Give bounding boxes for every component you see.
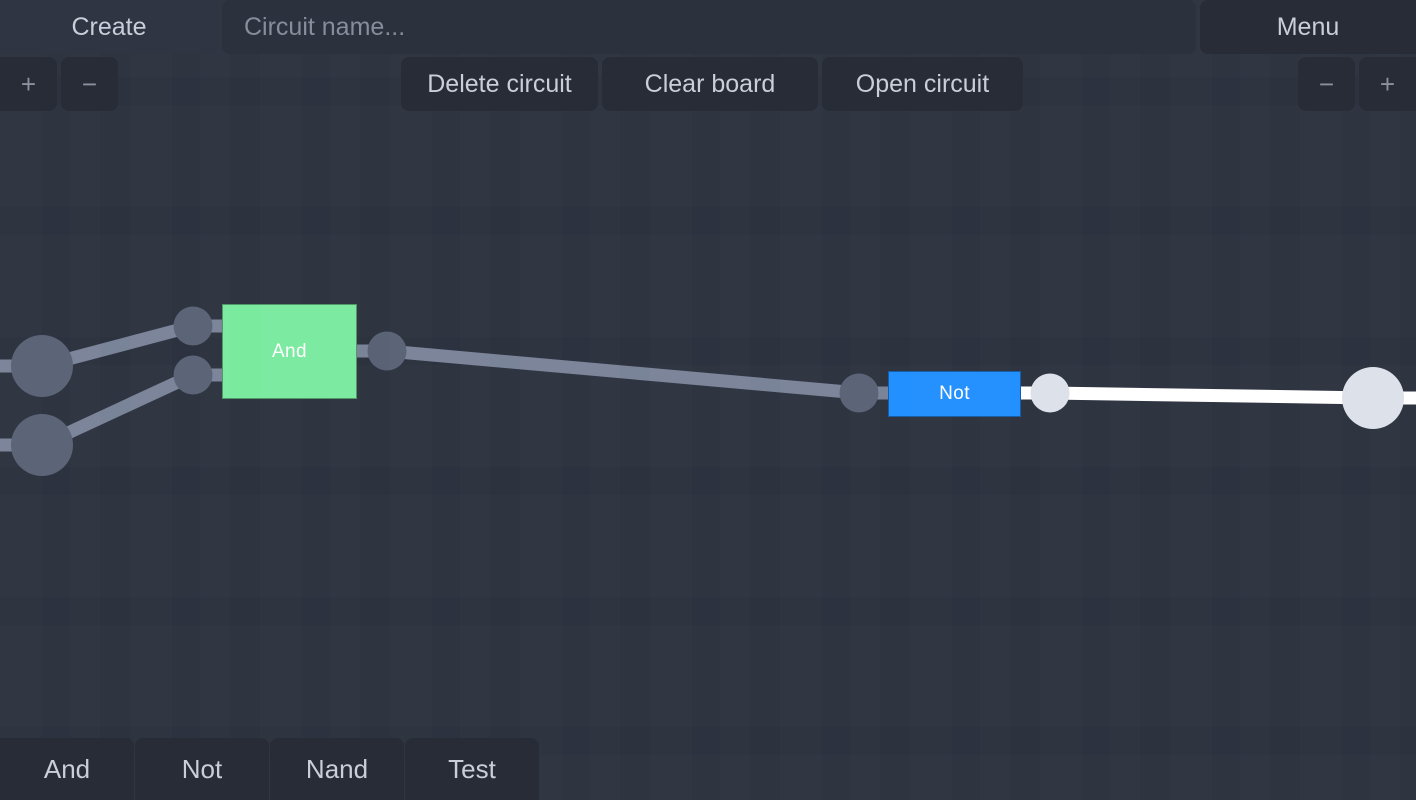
circuit-node-out-sink[interactable] [1342,367,1404,429]
wire[interactable] [1049,386,1374,405]
circuit-node-not-out[interactable] [1030,373,1070,413]
palette-item-not[interactable]: Not [135,738,269,800]
gate-not-1[interactable]: Not [888,371,1021,417]
zoom-out-icon-right[interactable]: − [1298,57,1355,111]
toolbar-spacer [1023,57,1298,111]
zoom-out-icon-left[interactable]: − [61,57,118,111]
circuit-node-and-in-2[interactable] [173,355,213,395]
circuit-name-input[interactable] [222,0,1196,54]
open-circuit-button[interactable]: Open circuit [822,57,1023,111]
delete-circuit-button[interactable]: Delete circuit [401,57,598,111]
circuit-node-and-out[interactable] [367,331,407,371]
circuit-node-in-b[interactable] [11,414,73,476]
menu-button[interactable]: Menu [1200,0,1416,54]
circuit-node-in-a[interactable] [11,335,73,397]
gate-and-1[interactable]: And [222,304,357,399]
palette-item-test[interactable]: Test [405,738,539,800]
circuit-node-and-in-1[interactable] [173,306,213,346]
create-button[interactable]: Create [0,0,218,54]
circuit-node-not-in[interactable] [839,373,879,413]
zoom-in-icon-right[interactable]: + [1359,57,1416,111]
wire[interactable] [386,344,860,400]
toolbar-spacer [118,57,401,111]
top-toolbar-row-2: + − Delete circuit Clear board Open circ… [0,57,1416,111]
clear-board-button[interactable]: Clear board [602,57,818,111]
top-toolbar: Create Menu + − Delete circuit Clear boa… [0,0,1416,114]
top-toolbar-row-1: Create Menu [0,0,1416,54]
palette-item-nand[interactable]: Nand [270,738,404,800]
zoom-in-icon-left[interactable]: + [0,57,57,111]
palette-item-and[interactable]: And [0,738,134,800]
